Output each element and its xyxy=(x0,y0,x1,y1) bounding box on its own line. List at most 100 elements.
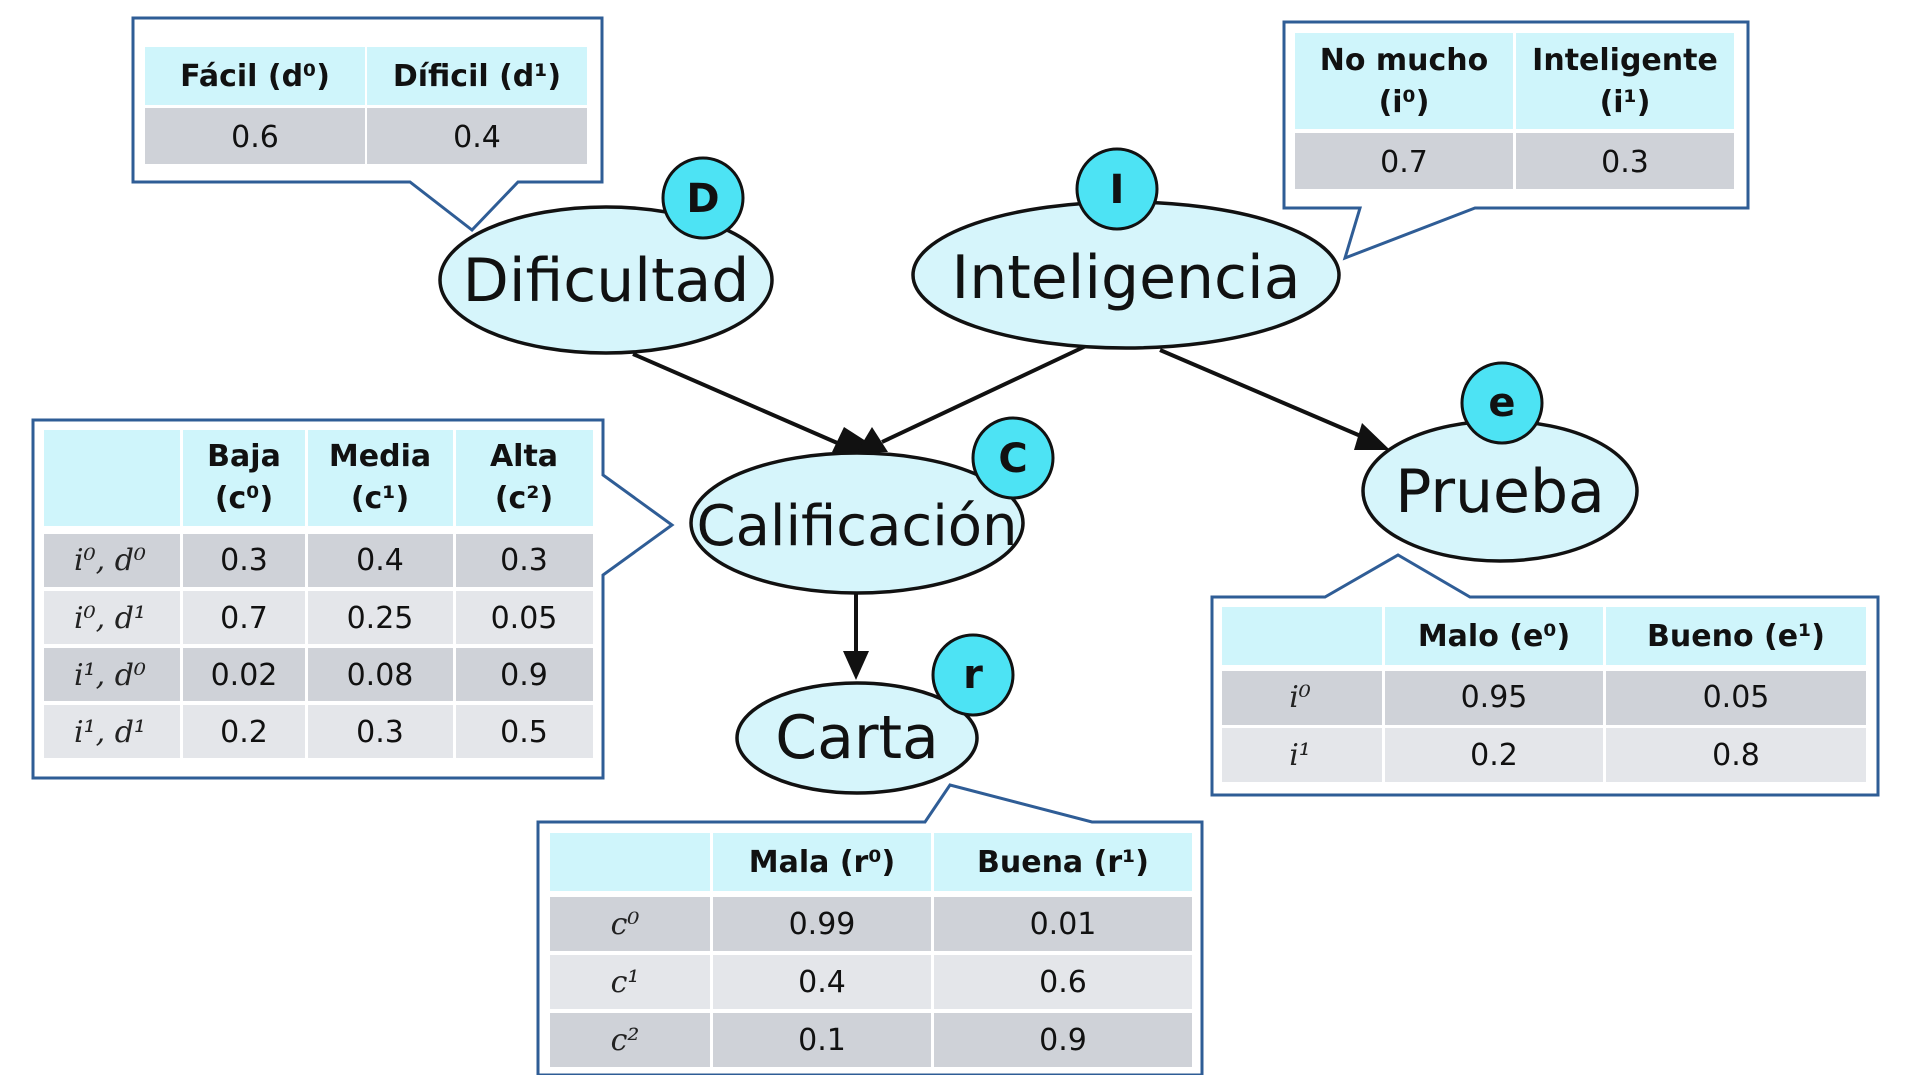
header-mala: Mala (r⁰) xyxy=(749,845,895,880)
value-cell xyxy=(934,1013,1192,1067)
value-cell xyxy=(1606,728,1866,782)
node-label: Prueba xyxy=(1395,457,1605,527)
header-cell xyxy=(1385,607,1603,665)
row-label: c² xyxy=(611,1023,640,1058)
header-bueno: Bueno (e¹) xyxy=(1647,619,1825,654)
value-cell xyxy=(1516,133,1734,189)
callout-calificacion: Baja (c⁰) Media (c¹) Alta (c²) i⁰, d⁰ 0.… xyxy=(31,418,675,780)
cell-value: 0.1 xyxy=(798,1023,846,1058)
edge-inteligencia-calificacion xyxy=(881,343,1089,444)
cell-value: 0.2 xyxy=(1470,738,1518,773)
value-cell xyxy=(183,591,305,644)
node-badge-letter: r xyxy=(963,652,983,698)
arrowhead-inteligencia-prueba xyxy=(1354,423,1390,450)
header-no-mucho-symbol: (i⁰) xyxy=(1379,85,1430,120)
node-calificacion: Calificación C xyxy=(689,416,1055,595)
node-dificultad: Dificultad D xyxy=(438,156,774,355)
value-cell xyxy=(183,534,305,587)
header-cell xyxy=(713,833,931,891)
row-label-cell xyxy=(44,705,180,758)
value-cell xyxy=(713,897,931,951)
node-badge-letter: C xyxy=(998,436,1027,482)
value-inteligente: 0.3 xyxy=(1601,145,1649,180)
cell-value: 0.5 xyxy=(500,715,548,750)
cell-value: 0.3 xyxy=(500,543,548,578)
header-cell xyxy=(145,47,365,105)
value-cell xyxy=(183,705,305,758)
cell-value: 0.3 xyxy=(220,543,268,578)
header-cell xyxy=(934,833,1192,891)
row-label: i⁰, d¹ xyxy=(74,601,146,636)
row-label-cell xyxy=(44,591,180,644)
header-cell xyxy=(1295,33,1513,129)
row-label-cell xyxy=(550,955,710,1009)
value-cell xyxy=(308,591,453,644)
arrowhead-inteligencia-calificacion xyxy=(857,427,888,452)
cell-value: 0.99 xyxy=(789,907,856,942)
cell-value: 0.4 xyxy=(356,543,404,578)
arrowhead-calificacion-carta xyxy=(843,651,869,680)
row-label-cell xyxy=(44,648,180,701)
value-facil: 0.6 xyxy=(231,120,279,155)
node-label: Inteligencia xyxy=(952,243,1301,313)
header-no-mucho: No mucho xyxy=(1320,43,1489,78)
row-label: i¹, d¹ xyxy=(74,715,146,750)
value-cell xyxy=(308,534,453,587)
header-cell xyxy=(1606,607,1866,665)
cell-value: 0.3 xyxy=(356,715,404,750)
value-no-mucho: 0.7 xyxy=(1380,145,1428,180)
value-cell xyxy=(456,534,593,587)
header-alta-symbol: (c²) xyxy=(495,481,553,516)
value-cell xyxy=(1385,728,1603,782)
header-dificil: Díficil (d¹) xyxy=(393,59,561,94)
cell-value: 0.9 xyxy=(1039,1023,1087,1058)
node-badge xyxy=(661,156,745,240)
cell-value: 0.05 xyxy=(1703,680,1770,715)
header-cell xyxy=(1516,33,1734,129)
node-badge xyxy=(1075,147,1159,231)
row-label-cell xyxy=(1222,671,1382,725)
row-label: i¹ xyxy=(1289,738,1311,773)
cell-value: 0.08 xyxy=(347,658,414,693)
node-badge-letter: e xyxy=(1488,380,1515,426)
row-label-cell xyxy=(1222,728,1382,782)
node-ellipse xyxy=(689,451,1025,595)
row-label: c⁰ xyxy=(611,907,640,942)
cell-value: 0.95 xyxy=(1461,680,1528,715)
cell-value: 0.05 xyxy=(491,601,558,636)
header-facil: Fácil (d⁰) xyxy=(180,59,330,94)
edge-dificultad-calificacion xyxy=(632,352,859,454)
header-inteligente: Inteligente xyxy=(1532,43,1718,78)
node-badge xyxy=(971,416,1055,500)
cell-value: 0.6 xyxy=(1039,965,1087,1000)
header-cell xyxy=(1222,607,1382,665)
value-cell xyxy=(456,705,593,758)
header-cell xyxy=(183,430,305,526)
value-cell xyxy=(1606,671,1866,725)
value-cell xyxy=(1295,133,1513,189)
value-cell xyxy=(367,108,587,164)
node-label: Carta xyxy=(775,703,939,773)
node-carta: Carta r xyxy=(735,633,1015,795)
node-label: Dificultad xyxy=(463,246,750,316)
value-cell xyxy=(1385,671,1603,725)
header-cell xyxy=(367,47,587,105)
row-label-cell xyxy=(550,1013,710,1067)
value-cell xyxy=(308,648,453,701)
row-label: i¹, d⁰ xyxy=(74,658,146,693)
cell-value: 0.8 xyxy=(1712,738,1760,773)
value-dificil: 0.4 xyxy=(453,120,501,155)
callout-prueba: Malo (e⁰) Bueno (e¹) i⁰ 0.95 0.05 i¹ 0.2… xyxy=(1210,553,1880,797)
header-media-symbol: (c¹) xyxy=(351,481,409,516)
node-prueba: Prueba e xyxy=(1361,361,1639,563)
header-cell xyxy=(308,430,453,526)
cell-value: 0.9 xyxy=(500,658,548,693)
node-label: Calificación xyxy=(696,494,1017,559)
node-badge xyxy=(931,633,1015,717)
edge-inteligencia-prueba xyxy=(1159,348,1371,442)
value-cell xyxy=(456,648,593,701)
header-inteligente-symbol: (i¹) xyxy=(1600,85,1651,120)
value-cell xyxy=(934,955,1192,1009)
row-label-cell xyxy=(550,897,710,951)
